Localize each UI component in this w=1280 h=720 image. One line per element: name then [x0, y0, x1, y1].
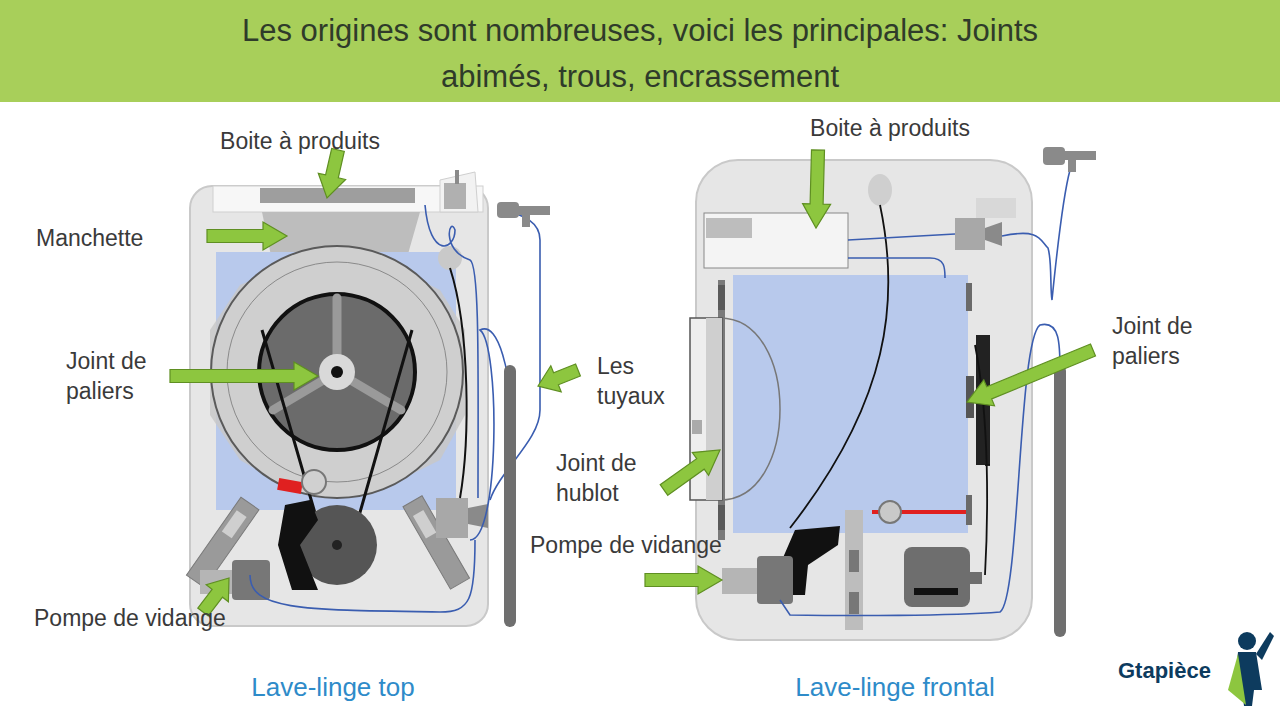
callout-arrow [803, 150, 831, 228]
part-label: Boite à produits [190, 126, 410, 156]
top-loader-figure [186, 170, 550, 627]
part-label: Manchette [36, 223, 176, 253]
part-label: Joint de hublot [556, 448, 660, 508]
callout-arrow [645, 566, 722, 594]
callout-arrow [170, 362, 318, 390]
part-label: Les tuyaux [597, 351, 697, 411]
callout-arrow [660, 450, 720, 495]
callout-arrow [207, 222, 287, 250]
logo-text: Gtapièce [1118, 656, 1236, 686]
title-band [0, 0, 1280, 102]
part-label: Joint de paliers [1112, 311, 1222, 371]
callout-arrows [170, 149, 1096, 616]
figure-caption: Lave-linge top [213, 672, 453, 702]
front-loader-figure [690, 147, 1096, 640]
part-label: Pompe de vidange [34, 603, 274, 633]
part-label: Boite à produits [780, 113, 1000, 143]
part-label: Joint de paliers [66, 346, 176, 406]
callout-arrow [318, 149, 345, 199]
logo-mascot [1228, 632, 1274, 706]
callout-arrow [538, 364, 580, 392]
title-text: Les origines sont nombreuses, voici les … [190, 8, 1090, 100]
figure-caption: Lave-linge frontal [775, 672, 1015, 702]
callout-arrow [967, 344, 1096, 406]
part-label: Pompe de vidange [530, 530, 770, 560]
